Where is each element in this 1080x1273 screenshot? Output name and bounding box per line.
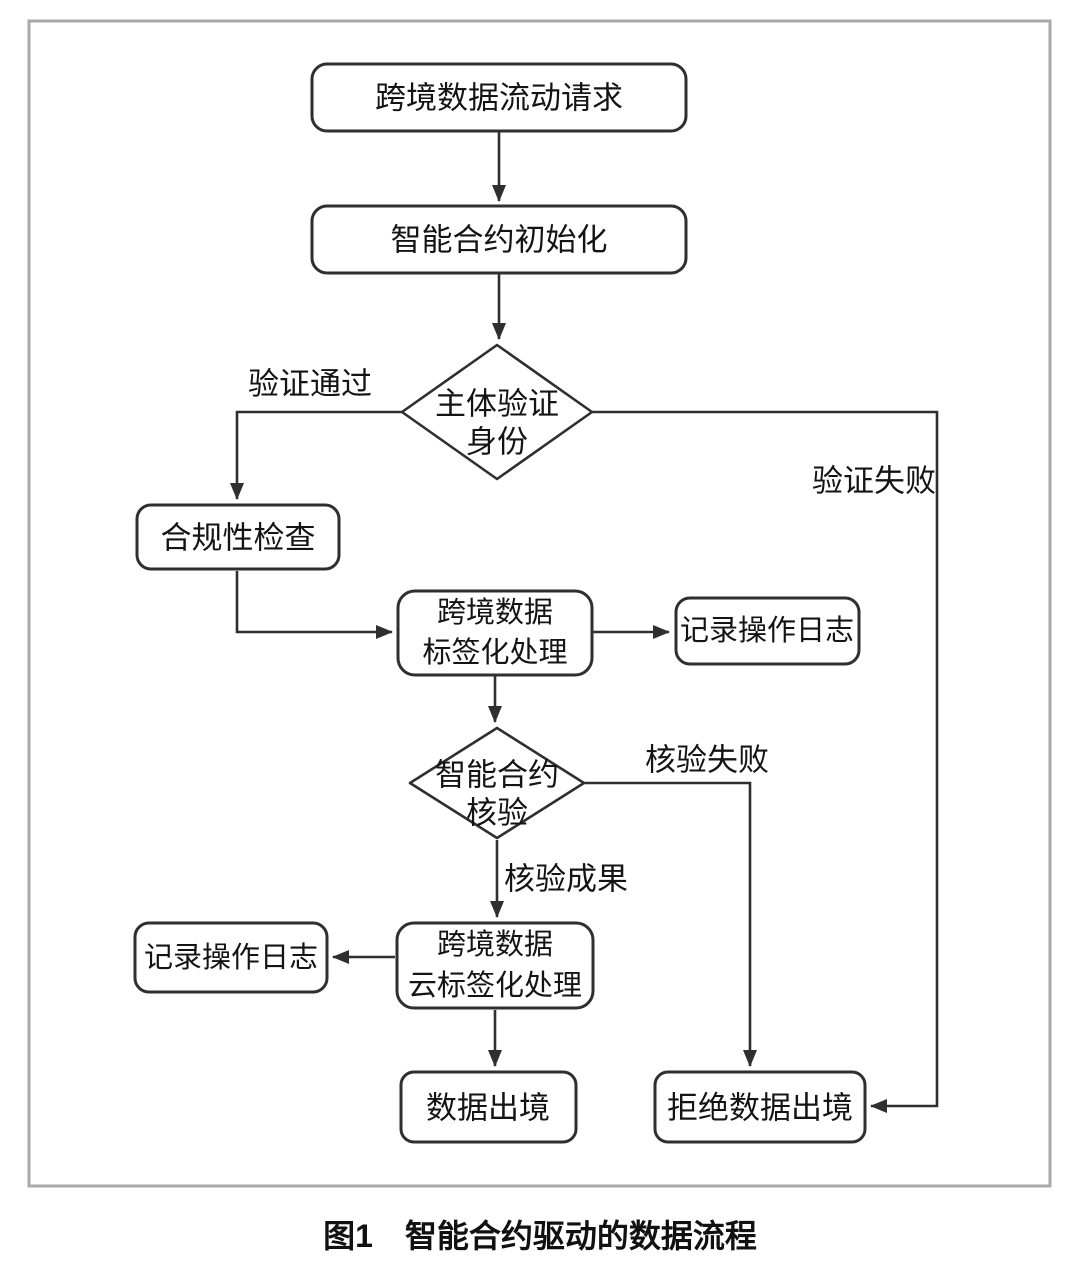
- node-contract-init-label: 智能合约初始化: [391, 223, 608, 258]
- node-log-right-label: 记录操作日志: [680, 614, 854, 647]
- node-request-label: 跨境数据流动请求: [375, 81, 623, 116]
- node-contract-init: 智能合约初始化: [310, 204, 688, 275]
- node-verify-diamond-label-line2: 核验: [466, 796, 528, 831]
- node-cloud-labeling: 跨境数据 云标签化处理: [395, 921, 595, 1010]
- node-log-left-shape: [133, 921, 329, 994]
- node-compliance-check-label: 合规性检查: [161, 521, 316, 556]
- node-log-right: 记录操作日志: [674, 596, 861, 666]
- node-cloud-labeling-label-line2: 云标签化处理: [408, 969, 582, 1002]
- node-verify-diamond-shape: [408, 726, 586, 840]
- node-identity-diamond: 主体验证 身份: [400, 343, 594, 481]
- node-identity-diamond-shape: [400, 343, 594, 481]
- node-log-left-label: 记录操作日志: [144, 941, 318, 974]
- edge-label-verify-fail: 验证失败: [812, 464, 936, 499]
- edge-identity-to-compliance: [230, 410, 404, 500]
- node-reject-exit-label: 拒绝数据出境: [667, 1091, 853, 1126]
- node-cloud-labeling-label-line1: 跨境数据: [437, 928, 553, 961]
- node-data-exit-label: 数据出境: [426, 1091, 550, 1126]
- figure-border: [27, 19, 1052, 1188]
- edge-label-check-fail: 核验失败: [645, 743, 769, 778]
- node-contract-init-shape: [310, 204, 688, 275]
- node-compliance-check-shape: [135, 503, 341, 571]
- node-labeling-label-line2: 标签化处理: [422, 636, 567, 669]
- edge-label-verify-pass: 验证通过: [248, 367, 372, 402]
- node-request: 跨境数据流动请求: [310, 62, 688, 133]
- edge-compliance-to-labeling: [235, 571, 393, 639]
- node-identity-diamond-label-line2: 身份: [466, 425, 528, 460]
- node-reject-exit-shape: [653, 1070, 867, 1144]
- node-labeling-shape: [396, 589, 594, 677]
- node-reject-exit: 拒绝数据出境: [653, 1070, 867, 1144]
- edge-label-check-pass: 核验成果: [504, 862, 628, 897]
- node-data-exit: 数据出境: [399, 1070, 578, 1144]
- node-identity-diamond-label-line1: 主体验证: [435, 387, 559, 422]
- node-request-shape: [310, 62, 688, 133]
- node-verify-diamond: 智能合约 核验: [408, 726, 586, 840]
- node-log-left: 记录操作日志: [133, 921, 329, 994]
- edge-verify-to-reject: [584, 781, 757, 1067]
- node-data-exit-shape: [399, 1070, 578, 1144]
- node-cloud-labeling-shape: [395, 921, 595, 1010]
- node-log-right-shape: [674, 596, 861, 666]
- figure-caption: 图1 智能合约驱动的数据流程: [323, 1218, 757, 1254]
- node-labeling-label-line1: 跨境数据: [437, 596, 553, 629]
- edge-identity-to-reject: [590, 410, 939, 1113]
- node-verify-diamond-label-line1: 智能合约: [435, 758, 559, 793]
- node-compliance-check: 合规性检查: [135, 503, 341, 571]
- node-labeling: 跨境数据 标签化处理: [396, 589, 594, 677]
